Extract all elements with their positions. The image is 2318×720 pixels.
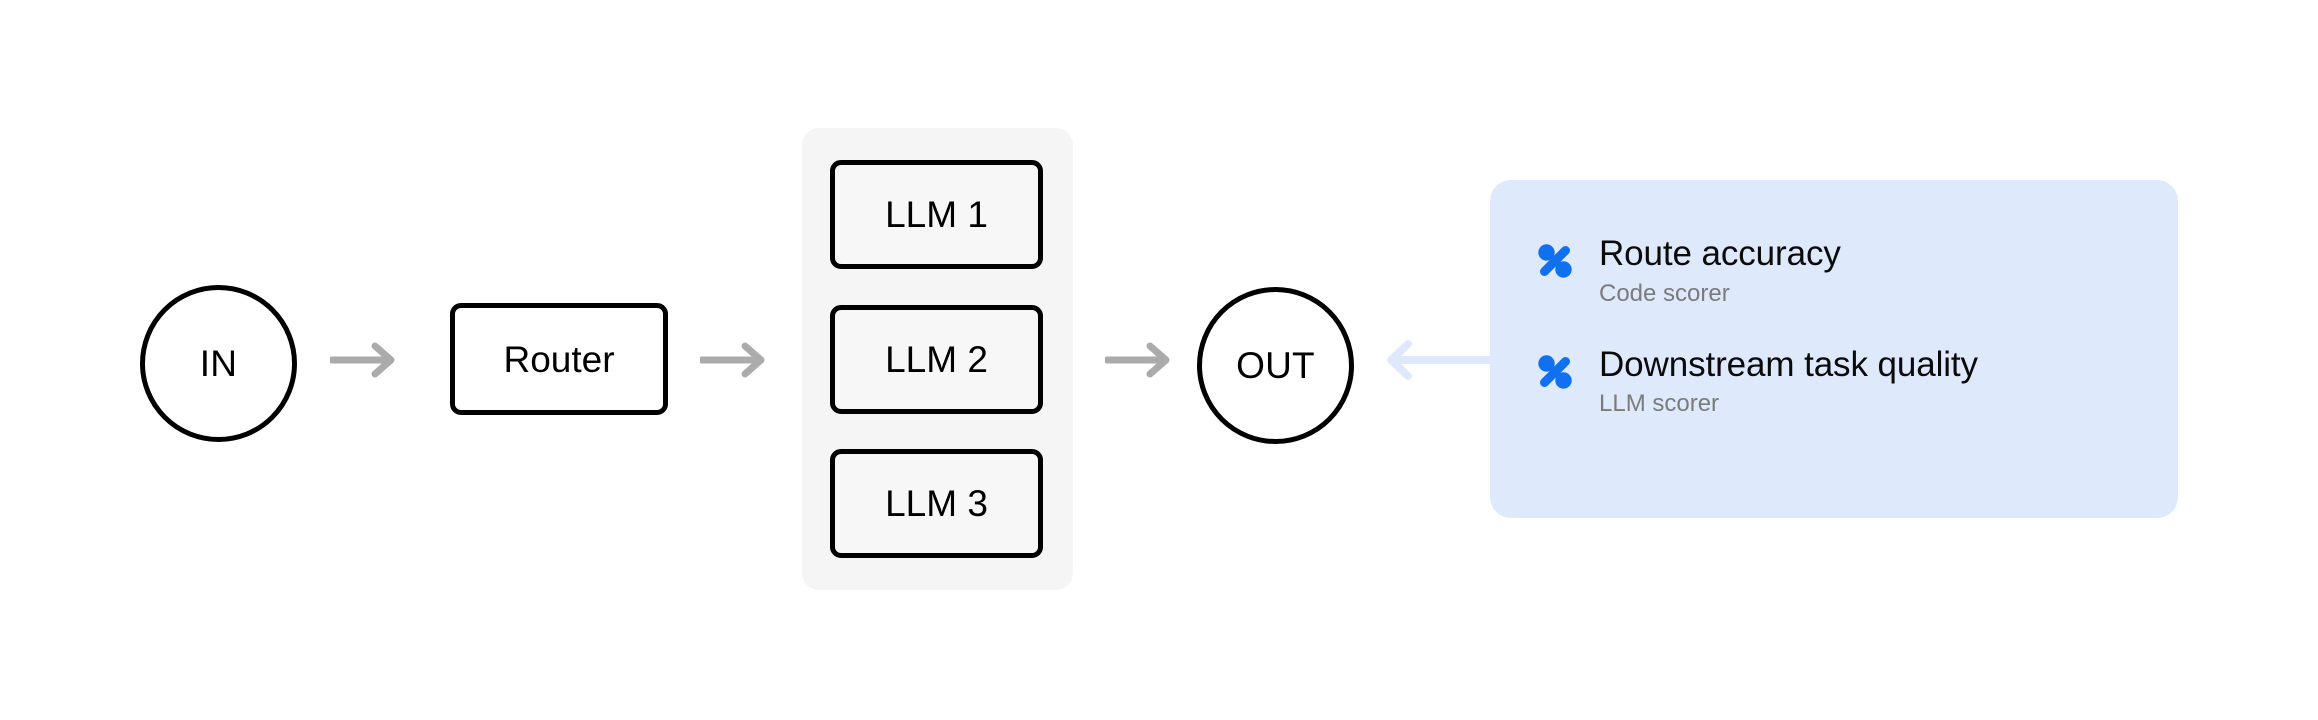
node-llm-1-label: LLM 1 xyxy=(885,194,988,235)
node-llm-3-label: LLM 3 xyxy=(885,483,988,524)
arrow-in-to-router-icon xyxy=(328,341,400,384)
scorer-title: Downstream task quality xyxy=(1599,344,1978,384)
scorer-text-block: Downstream task quality LLM scorer xyxy=(1599,345,1978,420)
scorer-item-downstream-task-quality[interactable]: Downstream task quality LLM scorer xyxy=(1535,345,2178,420)
scorer-panel: Route accuracy Code scorer Downstream ta… xyxy=(1490,180,2178,518)
node-output-label: OUT xyxy=(1236,345,1315,386)
arrow-llm-to-out-icon xyxy=(1103,341,1175,384)
node-output[interactable]: OUT xyxy=(1197,287,1354,444)
arrow-router-to-llm-icon xyxy=(698,341,770,384)
node-llm-1[interactable]: LLM 1 xyxy=(830,160,1043,269)
arrow-scorers-to-out-icon xyxy=(1378,339,1494,386)
percent-scorer-icon xyxy=(1535,352,1575,392)
node-input-label: IN xyxy=(199,343,238,384)
llm-group-container: LLM 1 LLM 2 LLM 3 xyxy=(802,128,1073,590)
node-llm-2-label: LLM 2 xyxy=(885,339,988,380)
scorer-title: Route accuracy xyxy=(1599,234,1841,273)
scorer-subtitle: LLM scorer xyxy=(1599,390,1720,418)
node-input[interactable]: IN xyxy=(140,285,297,442)
scorer-subtitle: Code scorer xyxy=(1599,279,1730,307)
node-llm-2[interactable]: LLM 2 xyxy=(830,305,1043,414)
scorer-text-block: Route accuracy Code scorer xyxy=(1599,234,1841,309)
percent-scorer-icon xyxy=(1535,241,1575,281)
node-llm-3[interactable]: LLM 3 xyxy=(830,449,1043,558)
node-router-label: Router xyxy=(503,338,615,380)
node-router[interactable]: Router xyxy=(450,303,668,415)
scorer-item-route-accuracy[interactable]: Route accuracy Code scorer xyxy=(1535,234,2178,309)
